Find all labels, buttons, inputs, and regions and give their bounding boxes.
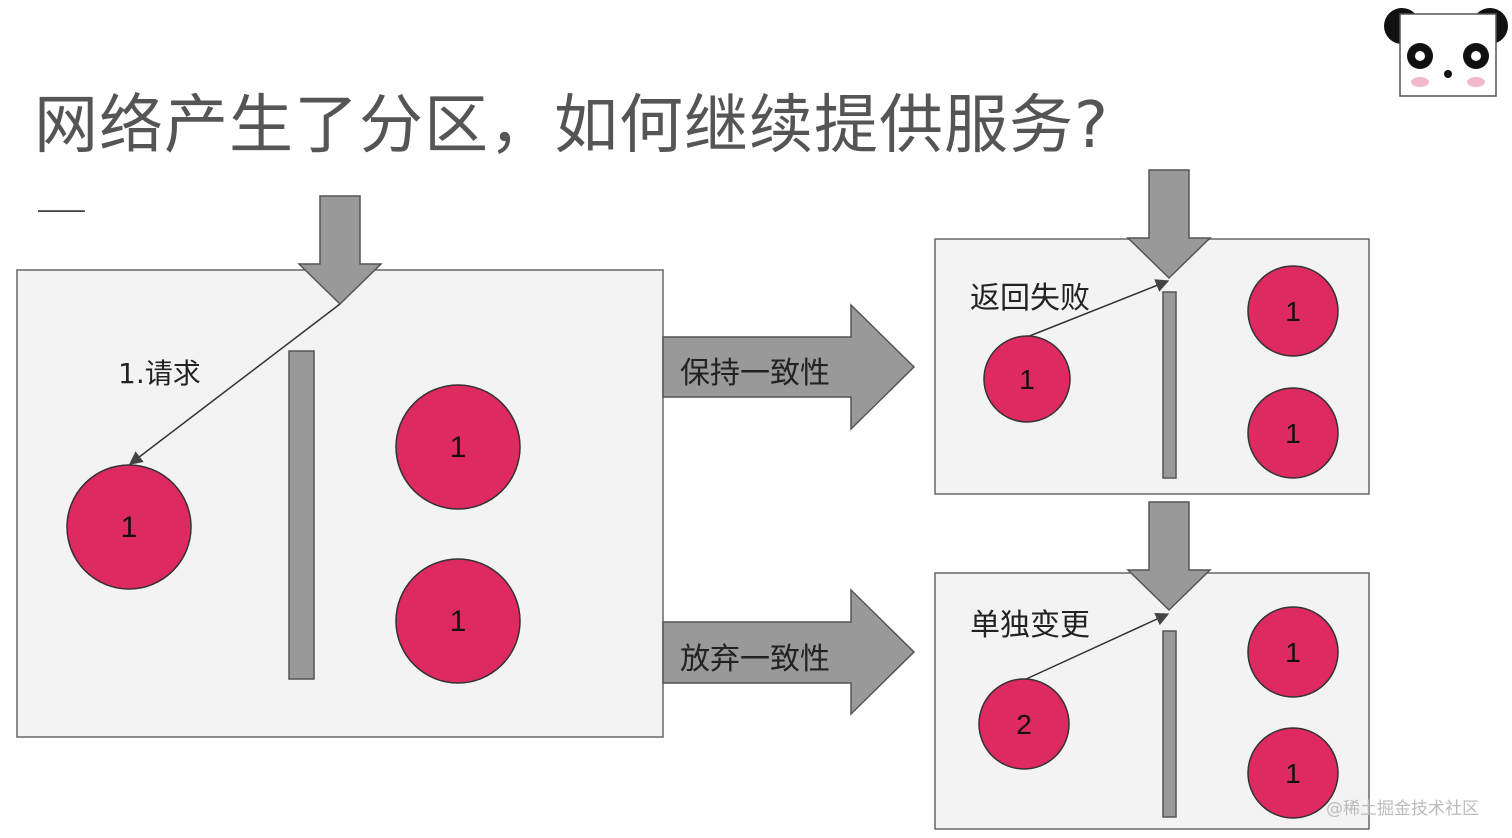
availability-cluster-panel: [934, 572, 1370, 830]
node-right-top: [1247, 265, 1339, 357]
slide-title: 网络产生了分区，如何继续提供服务?: [34, 89, 1109, 163]
request-connector: [128, 303, 341, 465]
network-partition-bar: [288, 350, 315, 680]
watermark: @稀土掘金技术社区: [1326, 799, 1479, 819]
node-label: 1: [1285, 758, 1301, 789]
network-partition-bar: [1162, 630, 1177, 818]
node-right-bottom: [395, 558, 521, 684]
failure-connector: [1026, 279, 1170, 338]
node-label: 1: [1285, 418, 1301, 449]
node-left: [978, 678, 1070, 770]
consistency-cluster-panel: [934, 238, 1370, 495]
node-label: 1: [120, 511, 138, 544]
give-up-consistency-arrow: [662, 588, 916, 716]
node-right-top: [1247, 606, 1339, 698]
node-right-bottom: [1247, 387, 1339, 479]
independent-change-label: 单独变更: [970, 608, 1090, 643]
node-left: [66, 464, 192, 590]
node-right-bottom: [1247, 727, 1339, 819]
node-left: [983, 335, 1071, 423]
node-label: 1: [1019, 364, 1035, 395]
request-label: 1.请求: [118, 357, 201, 390]
node-right-top: [395, 384, 521, 510]
return-failure-label: 返回失败: [970, 281, 1090, 316]
node-label: 1: [1285, 296, 1301, 327]
node-label: 2: [1016, 709, 1032, 740]
node-label: 1: [449, 605, 467, 638]
network-partition-bar: [1162, 291, 1177, 479]
node-label: 1: [449, 431, 467, 464]
keep-consistency-arrow: [662, 303, 916, 431]
incoming-request-arrow-main: [297, 195, 383, 306]
panda-icon: [1384, 8, 1508, 97]
incoming-request-arrow-bottom: [1126, 501, 1212, 612]
incoming-request-arrow-top: [1126, 169, 1212, 280]
node-label: 1: [1285, 637, 1301, 668]
change-connector: [1023, 612, 1170, 681]
give-up-consistency-label: 放弃一致性: [680, 642, 830, 677]
keep-consistency-label: 保持一致性: [680, 356, 830, 391]
main-cluster-panel: [16, 269, 664, 738]
